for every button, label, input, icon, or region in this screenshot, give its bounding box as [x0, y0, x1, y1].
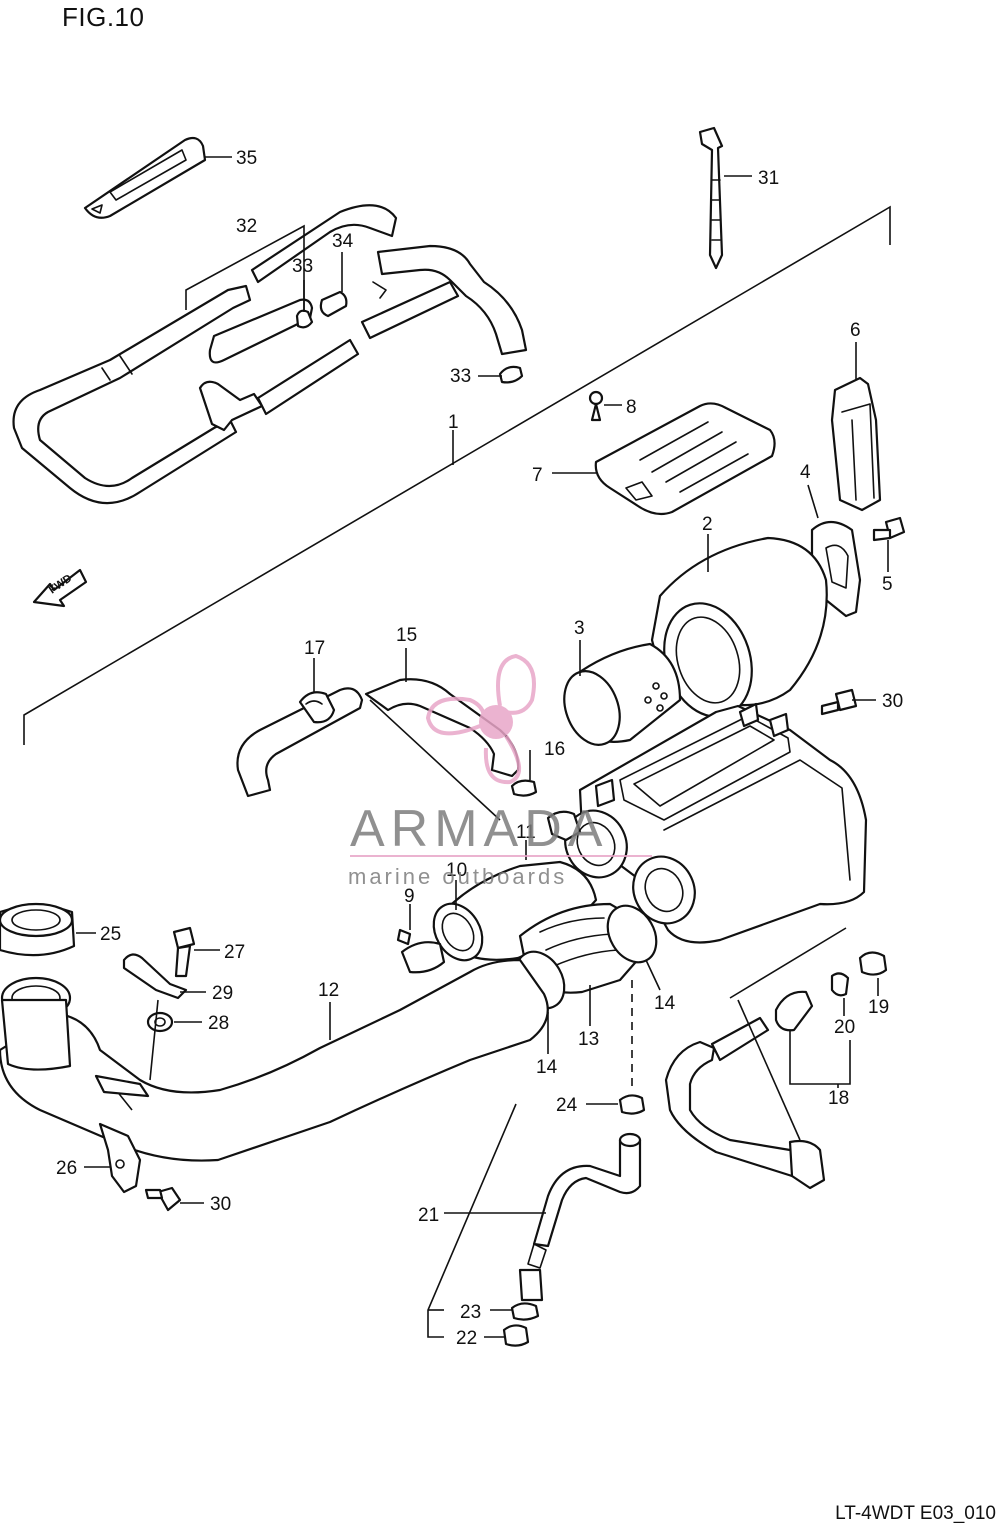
callout-10: 10	[446, 860, 467, 881]
part-29-plate	[122, 953, 206, 1000]
part-22-clamp	[484, 1324, 530, 1347]
watermark-tagline: marine outboards	[348, 864, 567, 889]
leader-15-17	[369, 699, 501, 821]
leader-18-boundary	[729, 927, 847, 999]
callout-13: 13	[578, 1029, 599, 1050]
part-30-bolt	[144, 688, 876, 1212]
part-19-clamp	[858, 951, 888, 996]
callout-34: 34	[332, 231, 354, 252]
callout-31: 31	[758, 168, 779, 189]
callout-17: 17	[304, 638, 325, 659]
callout-9: 9	[404, 886, 415, 907]
fwd-arrow-icon: FWD	[32, 568, 88, 608]
callout-23: 23	[460, 1302, 481, 1323]
leader-28	[149, 999, 159, 1081]
callout-25: 25	[100, 924, 121, 945]
part-6-bracket	[830, 342, 882, 512]
part-25-rubber-boot	[0, 902, 96, 957]
callout-12: 12	[318, 980, 339, 1001]
callout-18: 18	[828, 1088, 849, 1109]
callout-35: 35	[236, 148, 257, 169]
callout-20: 20	[834, 1017, 855, 1038]
part-31-cable-tie	[698, 126, 752, 270]
leader-18-diag	[737, 999, 801, 1141]
part-8-screw	[588, 390, 622, 422]
part-24-clamp	[586, 980, 646, 1115]
callout-33-lower: 33	[450, 366, 471, 387]
part-34-joint	[319, 252, 348, 318]
figure-title: FIG.10	[62, 2, 145, 32]
callout-14-left: 14	[536, 1057, 558, 1078]
watermark-brand: ARMADA	[350, 800, 608, 858]
callout-4: 4	[800, 462, 811, 483]
part-3-filter-screen	[563, 640, 682, 746]
part-27-bolt	[172, 926, 220, 978]
callout-11: 11	[516, 822, 536, 843]
part-5-bolt	[872, 516, 906, 572]
callout-8: 8	[626, 397, 637, 418]
part-12-intake-duct	[0, 958, 549, 1162]
part-28-grommet	[146, 1011, 202, 1033]
assembly-boundary	[23, 205, 891, 745]
part-26-bracket	[84, 1074, 150, 1194]
callout-19: 19	[868, 997, 889, 1018]
part-15-hose	[236, 648, 520, 798]
callout-2: 2	[702, 514, 713, 535]
leader-32	[185, 224, 305, 310]
part-9-band	[396, 904, 446, 974]
callout-26: 26	[56, 1158, 77, 1179]
part-32-breather-hose	[12, 204, 528, 505]
callout-30-bottom: 30	[210, 1194, 231, 1215]
callout-28: 28	[208, 1013, 229, 1034]
part-7-cover	[552, 402, 776, 516]
part-2-filter-element	[650, 534, 828, 718]
drawing-code: LT-4WDT E03_010	[835, 1503, 996, 1524]
callout-14-right: 14	[654, 993, 676, 1014]
part-35-bracket	[83, 136, 207, 219]
part-16-clip	[510, 750, 538, 797]
callout-22: 22	[456, 1328, 477, 1349]
callout-21: 21	[418, 1205, 439, 1226]
callout-15: 15	[396, 625, 417, 646]
callout-labels: 1 2 3 4 5 6 7 8 9 10 11 12 13 14 14 15 1…	[56, 148, 903, 1349]
callout-24: 24	[556, 1095, 578, 1116]
part-23-clip	[490, 1302, 540, 1321]
part-21-drain-hose	[444, 1132, 642, 1302]
callout-3: 3	[574, 618, 585, 639]
leader-21-22-group	[427, 1103, 517, 1338]
callout-27: 27	[224, 942, 245, 963]
air-cleaner-case	[564, 702, 868, 944]
callout-29: 29	[212, 983, 233, 1004]
callout-16: 16	[544, 739, 565, 760]
part-18-hose	[664, 1016, 851, 1190]
callout-6: 6	[850, 320, 861, 341]
callout-33-upper: 33	[292, 256, 313, 277]
callout-1: 1	[448, 412, 459, 433]
callout-7: 7	[532, 465, 543, 486]
part-17-clamp	[298, 658, 336, 724]
propeller-logo-icon	[425, 653, 536, 785]
callout-5: 5	[882, 574, 893, 595]
callout-30-top: 30	[882, 691, 903, 712]
part-20-hose-joint	[774, 972, 850, 1032]
watermark: ARMADA marine outboards	[348, 653, 652, 889]
callout-32: 32	[236, 216, 257, 237]
